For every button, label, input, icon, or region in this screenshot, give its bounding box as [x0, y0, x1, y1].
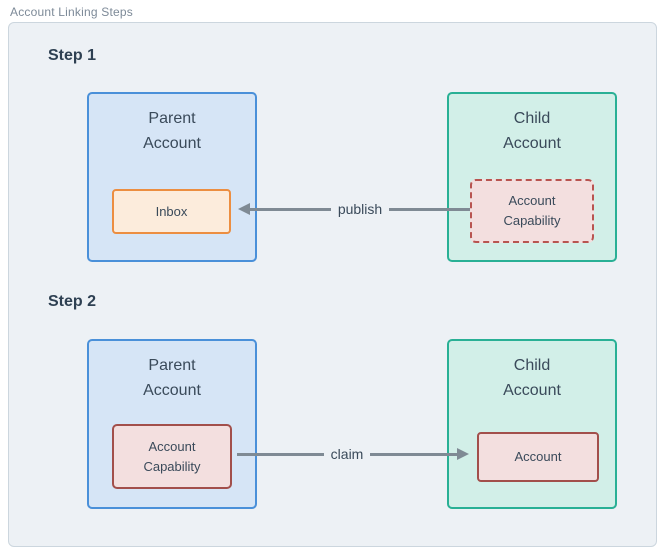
account-capability-box: Account Capability	[112, 424, 232, 489]
step1-parent-account-box: Parent Account Inbox	[87, 92, 257, 262]
arrow-line	[370, 452, 458, 456]
step2-parent-account-box: Parent Account Account Capability	[87, 339, 257, 509]
arrow-line	[389, 207, 470, 211]
publish-arrow: publish	[238, 197, 470, 221]
step2-heading: Step 2	[48, 293, 97, 310]
claim-arrow-label: claim	[330, 446, 364, 462]
step1-child-account-box: Child Account Account Capability	[447, 92, 617, 262]
arrowhead-left-icon	[238, 203, 250, 215]
arrowhead-right-icon	[457, 448, 470, 460]
account-linking-steps-panel: Step 1 Parent Account Inbox Child Accoun…	[8, 22, 657, 547]
account-capability-dashed-box: Account Capability	[470, 179, 594, 243]
child-account-title: Child Account	[503, 110, 561, 152]
panel-title: Account Linking Steps	[10, 5, 133, 19]
child-account-title: Child Account	[503, 357, 561, 399]
inbox-box: Inbox	[112, 189, 231, 234]
parent-account-title: Parent Account	[143, 110, 201, 152]
account-box: Account	[477, 432, 599, 482]
arrow-line	[250, 207, 331, 211]
step1-heading: Step 1	[48, 47, 97, 64]
publish-arrow-label: publish	[337, 201, 383, 217]
claim-arrow: claim	[237, 442, 470, 466]
arrow-line	[237, 452, 324, 456]
parent-account-title: Parent Account	[143, 357, 201, 399]
step2-child-account-box: Child Account Account	[447, 339, 617, 509]
